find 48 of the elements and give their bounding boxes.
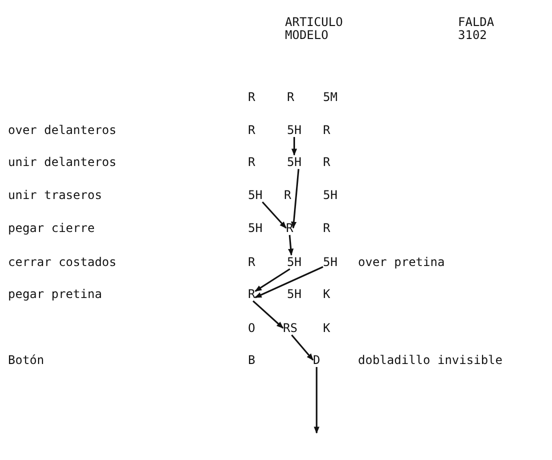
arrow [262, 201, 287, 229]
code-letter: 5H [287, 255, 302, 269]
code-letter: R [248, 90, 256, 104]
note-text: over pretina [358, 255, 445, 269]
operation-label: over delanteros [8, 123, 116, 137]
note-text: dobladillo invisible [358, 353, 502, 367]
code-letter: O [248, 321, 256, 335]
code-letter: K [323, 321, 330, 335]
code-letter: R [248, 255, 256, 269]
arrow [314, 367, 320, 434]
code-letter: R [248, 123, 256, 137]
code-letter: 5H [287, 287, 302, 301]
code-letter: R [248, 287, 256, 301]
code-letter: RS [283, 321, 298, 335]
header-text: 3102 [458, 28, 487, 42]
operation-label: unir delanteros [8, 155, 116, 169]
arrow [252, 300, 284, 329]
arrow [288, 234, 294, 256]
header-text: FALDA [458, 15, 494, 29]
code-letter: R [323, 155, 330, 169]
code-letter: D [313, 353, 320, 367]
code-letter: 5H [248, 221, 262, 235]
header-text: ARTICULO [285, 15, 343, 29]
code-letter: 5H [323, 188, 338, 202]
code-letter: R [286, 221, 294, 235]
code-letter: 5H [287, 155, 302, 169]
operation-label: pegar cierre [8, 221, 95, 235]
operation-label: cerrar costados [8, 255, 116, 269]
code-letter: R [287, 90, 294, 104]
code-letter: R [284, 188, 292, 202]
arrow [254, 266, 324, 298]
code-letter: K [323, 287, 330, 301]
code-letter: R [248, 155, 256, 169]
code-letter: R [323, 123, 330, 137]
code-letter: B [248, 353, 256, 367]
arrow [291, 168, 300, 229]
arrow [291, 137, 298, 156]
arrow [291, 334, 314, 361]
arrow [254, 268, 290, 292]
code-letter: 5H [248, 188, 262, 202]
code-letter: R [323, 221, 330, 235]
operation-label: unir traseros [8, 188, 102, 202]
code-letter: 5H [287, 123, 302, 137]
operation-label: Botón [8, 353, 44, 367]
code-letter: 5M [323, 90, 338, 104]
header-text: MODELO [285, 28, 328, 42]
operation-label: pegar pretina [8, 287, 102, 301]
code-letter: 5H [323, 255, 338, 269]
